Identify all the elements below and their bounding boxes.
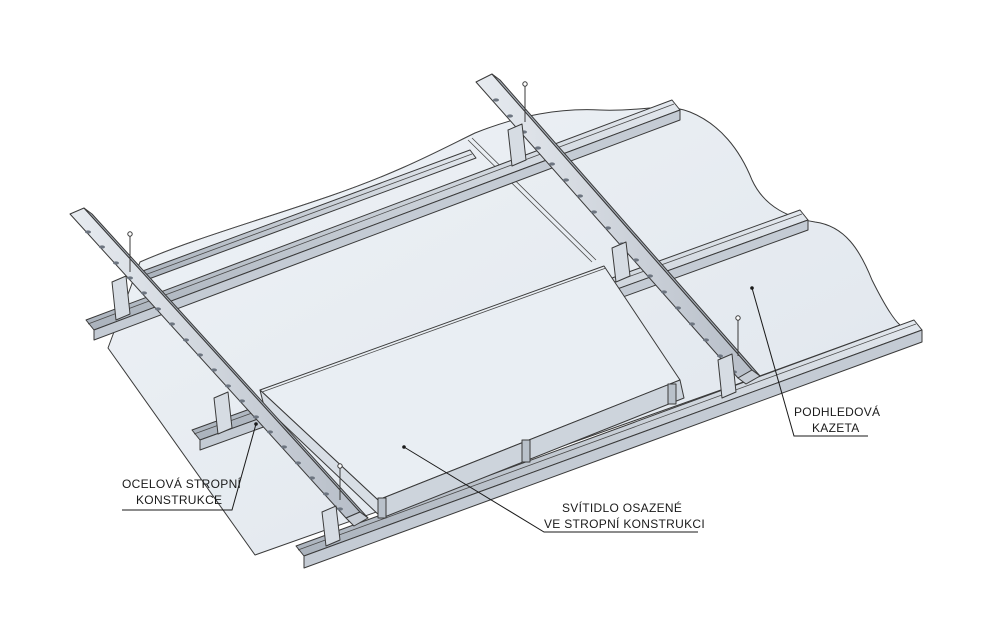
bracket-right-middle	[611, 241, 631, 283]
luminaire-box	[259, 265, 685, 519]
threaded-rod-left-back	[127, 231, 133, 272]
luminaire-clip-3	[667, 383, 677, 405]
cross-rail-back	[85, 99, 681, 341]
steel-beam-right	[475, 73, 761, 385]
bracket-right-top	[507, 123, 527, 167]
threaded-rod-right-back	[522, 81, 528, 122]
cassette-seam-line-2	[471, 137, 597, 261]
cassette-seam-line	[467, 139, 593, 263]
threaded-rod-right-front	[735, 315, 741, 356]
callout-cassette: PODHLEDOVÁ KAZETA	[750, 286, 880, 437]
bracket-left-bottom	[213, 391, 233, 435]
bracket-left-front	[321, 505, 341, 547]
callout-luminaire-line2: VE STROPNÍ KONSTRUKCI	[544, 516, 705, 531]
callout-cassette-line1: PODHLEDOVÁ	[794, 404, 880, 419]
bracket-right-front	[717, 353, 737, 399]
callout-luminaire-line1: SVÍTIDLO OSAZENÉ	[562, 500, 682, 515]
callout-luminaire: SVÍTIDLO OSAZENÉ VE STROPNÍ KONSTRUKCI	[402, 445, 705, 533]
callout-cassette-line2: KAZETA	[812, 421, 860, 435]
callout-steel-structure-line1: OCELOVÁ STROPNÍ	[122, 476, 242, 491]
luminaire-clip-1	[377, 497, 387, 519]
threaded-rod-left-front	[337, 463, 343, 500]
steel-beam-left	[69, 207, 369, 527]
cassette-back-edge	[139, 132, 476, 263]
cross-rail-front	[295, 319, 923, 569]
bracket-left-top	[111, 275, 131, 321]
callout-steel-structure-line2: KONSTRUKCE	[136, 493, 222, 507]
luminaire-clip-2	[521, 439, 531, 463]
callout-steel-structure: OCELOVÁ STROPNÍ KONSTRUKCE	[122, 422, 258, 511]
